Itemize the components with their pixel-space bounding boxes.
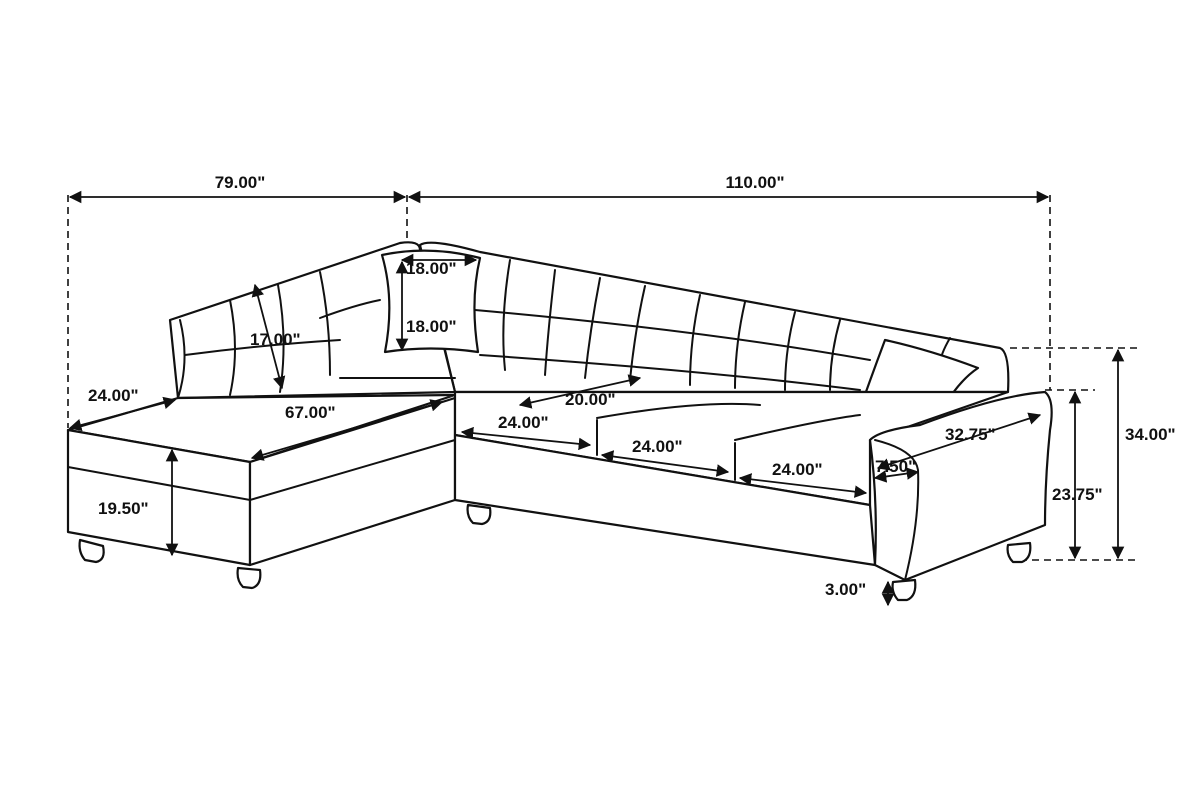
- sofa-length-label: 110.00": [725, 173, 784, 192]
- cushion-1-width-label: 24.00": [498, 413, 549, 432]
- leg: [78, 538, 105, 564]
- seat-height-label: 19.50": [98, 499, 149, 518]
- sofa-drawing: [66, 241, 1053, 602]
- dimension-arrows: [68, 190, 1125, 607]
- leg: [466, 503, 492, 526]
- arm-depth-label: 32.75": [945, 425, 996, 444]
- chaise-seat-depth-label: 67.00": [285, 403, 336, 422]
- pillow-width-label: 18.00": [406, 259, 457, 278]
- total-height-label: 34.00": [1125, 425, 1176, 444]
- pillow-height-label: 18.00": [406, 317, 457, 336]
- dimension-labels: 79.00" 110.00" 18.00" 18.00" 17.00" 24.0…: [88, 173, 1176, 599]
- arm-height-label: 23.75": [1052, 485, 1103, 504]
- chaise-length-label: 79.00": [215, 173, 266, 192]
- chaise-back-height-label: 17.00": [250, 330, 301, 349]
- leg: [1006, 541, 1032, 564]
- leg-height-label: 3.00": [825, 580, 866, 599]
- cushion-2-width-label: 24.00": [632, 437, 683, 456]
- sofa-seat-depth-label: 20.00": [565, 390, 616, 409]
- cushion-3-width-label: 24.00": [772, 460, 823, 479]
- leg: [236, 566, 262, 590]
- arm-width-label: 7.50": [875, 457, 916, 476]
- leg: [891, 578, 917, 602]
- extension-lines: [67, 195, 1140, 561]
- chaise-seat-width-label: 24.00": [88, 386, 139, 405]
